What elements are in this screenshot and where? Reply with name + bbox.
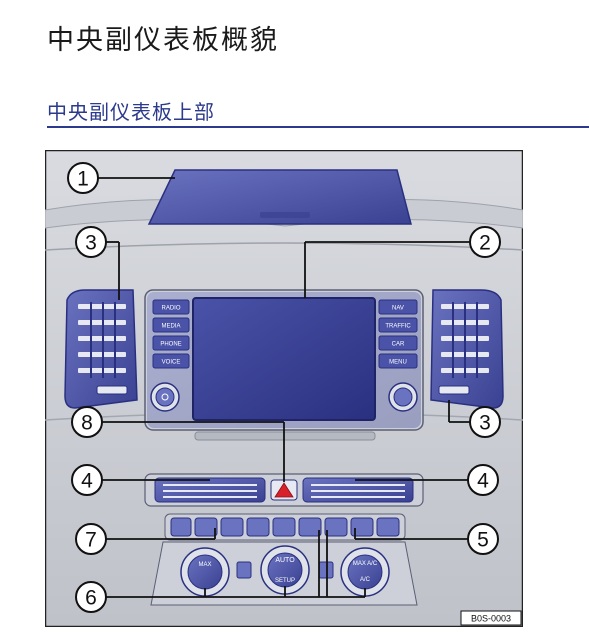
svg-text:6: 6 bbox=[85, 587, 97, 610]
ac-label: A/C bbox=[360, 577, 371, 583]
callout-7: 7 bbox=[75, 523, 107, 555]
infotainment-unit: RADIO MEDIA PHONE VOICE NAV TRAFFIC CAR … bbox=[144, 289, 424, 431]
svg-text:3: 3 bbox=[479, 412, 491, 435]
radio-button-label: RADIO bbox=[161, 306, 180, 312]
section-heading: 中央副仪表板上部 bbox=[47, 100, 215, 124]
menu-button-label: MENU bbox=[389, 360, 407, 366]
callout-8: 8 bbox=[71, 406, 103, 438]
setup-label: SETUP bbox=[275, 578, 295, 584]
callout-4-right: 4 bbox=[467, 464, 499, 496]
left-knob-label: MAX bbox=[198, 562, 211, 568]
volume-knob bbox=[150, 382, 180, 412]
callout-1: 1 bbox=[67, 162, 99, 194]
center-air-vents bbox=[144, 473, 424, 507]
traffic-button-label: TRAFFIC bbox=[385, 324, 411, 330]
callout-5: 5 bbox=[467, 523, 499, 555]
touchscreen bbox=[192, 297, 376, 421]
callout-2: 2 bbox=[469, 226, 501, 258]
nav-button-label: NAV bbox=[392, 306, 404, 312]
callout-3-right: 3 bbox=[469, 406, 501, 438]
dashboard-illustration: RADIO MEDIA PHONE VOICE NAV TRAFFIC CAR … bbox=[45, 150, 523, 627]
dashboard-svg: RADIO MEDIA PHONE VOICE NAV TRAFFIC CAR … bbox=[45, 150, 523, 627]
svg-text:4: 4 bbox=[81, 470, 93, 493]
svg-text:8: 8 bbox=[81, 412, 93, 435]
callout-3-left: 3 bbox=[75, 226, 107, 258]
right-air-vent bbox=[430, 289, 504, 409]
upper-display bbox=[147, 169, 412, 225]
svg-text:3: 3 bbox=[85, 232, 97, 255]
car-button-label: CAR bbox=[392, 342, 405, 348]
auto-label: AUTO bbox=[275, 557, 295, 564]
left-air-vent bbox=[64, 289, 138, 409]
page-title: 中央副仪表板概貌 bbox=[47, 25, 279, 56]
climate-button-row bbox=[164, 513, 406, 541]
hazard-warning-icon bbox=[274, 482, 294, 498]
svg-text:5: 5 bbox=[477, 529, 489, 552]
voice-button-label: VOICE bbox=[162, 360, 181, 366]
max-ac-label: MAX A/C bbox=[353, 561, 378, 567]
callout-4-left: 4 bbox=[71, 464, 103, 496]
phone-button-label: PHONE bbox=[160, 342, 181, 348]
section-rule bbox=[47, 126, 589, 128]
figure-code: B0S-0003 bbox=[471, 614, 511, 624]
callout-6: 6 bbox=[75, 581, 107, 613]
climate-control-panel: MAX AUTO SETUP MAX A/C A/C bbox=[150, 541, 418, 606]
media-button-label: MEDIA bbox=[161, 324, 180, 330]
svg-text:1: 1 bbox=[77, 168, 89, 191]
tuning-knob bbox=[388, 382, 418, 412]
svg-text:7: 7 bbox=[85, 529, 97, 552]
svg-text:2: 2 bbox=[479, 232, 491, 255]
svg-text:4: 4 bbox=[477, 470, 489, 493]
